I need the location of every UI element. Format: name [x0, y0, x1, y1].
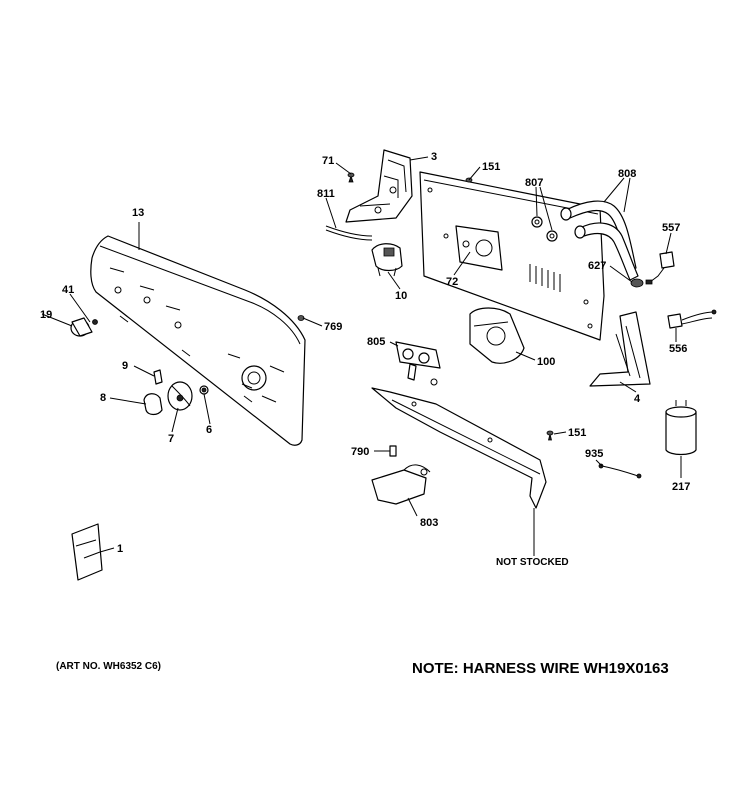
capacitor-217-part	[665, 400, 697, 456]
hose-811-part	[325, 225, 373, 241]
label-556: 556	[669, 343, 687, 355]
label-13: 13	[132, 207, 144, 219]
harness-wire-note: NOTE: HARNESS WIRE WH19X0163	[412, 660, 669, 677]
leader-lines	[41, 156, 682, 556]
label-10: 10	[395, 290, 407, 302]
harness-556-part	[667, 309, 717, 329]
label-790: 790	[351, 446, 369, 458]
washers-807-part	[531, 216, 558, 242]
label-8: 8	[100, 392, 106, 404]
bracket-3-part	[345, 149, 413, 223]
art-number-note: (ART NO. WH6352 C6)	[56, 661, 161, 672]
bracket-4-part	[589, 311, 651, 387]
screw-151b-part	[546, 430, 554, 441]
base-channel-part	[371, 387, 547, 509]
screw-71-part	[347, 172, 355, 183]
switch-10-part	[371, 243, 403, 277]
dispenser-803-part	[371, 464, 431, 505]
label-9: 9	[122, 360, 128, 372]
label-1: 1	[117, 543, 123, 555]
not-stocked-note: NOT STOCKED	[496, 557, 569, 568]
label-217: 217	[672, 481, 690, 493]
literature-part	[71, 523, 103, 581]
label-19: 19	[40, 309, 52, 321]
label-935: 935	[585, 448, 603, 460]
label-100: 100	[537, 356, 555, 368]
housing-100-part	[469, 307, 525, 364]
label-808: 808	[618, 168, 636, 180]
label-4: 4	[634, 393, 641, 405]
label-6: 6	[206, 424, 212, 436]
label-803: 803	[420, 517, 438, 529]
wire-935-part	[598, 463, 642, 479]
label-557: 557	[662, 222, 680, 234]
label-71: 71	[322, 155, 334, 167]
label-805: 805	[367, 336, 385, 348]
label-72: 72	[446, 276, 458, 288]
rear-panel-72-part	[419, 171, 605, 341]
label-627: 627	[588, 260, 606, 272]
control-panel-part	[90, 235, 306, 446]
screw-790-part	[389, 445, 397, 457]
label-7: 7	[168, 433, 174, 445]
knob-part	[70, 317, 98, 337]
label-151-lower: 151	[568, 427, 586, 439]
label-769: 769	[324, 321, 342, 333]
grommet-627-part	[630, 278, 644, 288]
label-41: 41	[62, 284, 74, 296]
label-3: 3	[431, 151, 437, 163]
part-labels: 71 3 151 807 808 811 13 557 627 10 72 41…	[40, 151, 690, 555]
label-811: 811	[317, 188, 335, 200]
timer-parts	[143, 369, 209, 416]
label-151-upper: 151	[482, 161, 500, 173]
label-807: 807	[525, 177, 543, 189]
sensor-557-part	[645, 251, 675, 285]
valve-805-part	[395, 341, 441, 386]
